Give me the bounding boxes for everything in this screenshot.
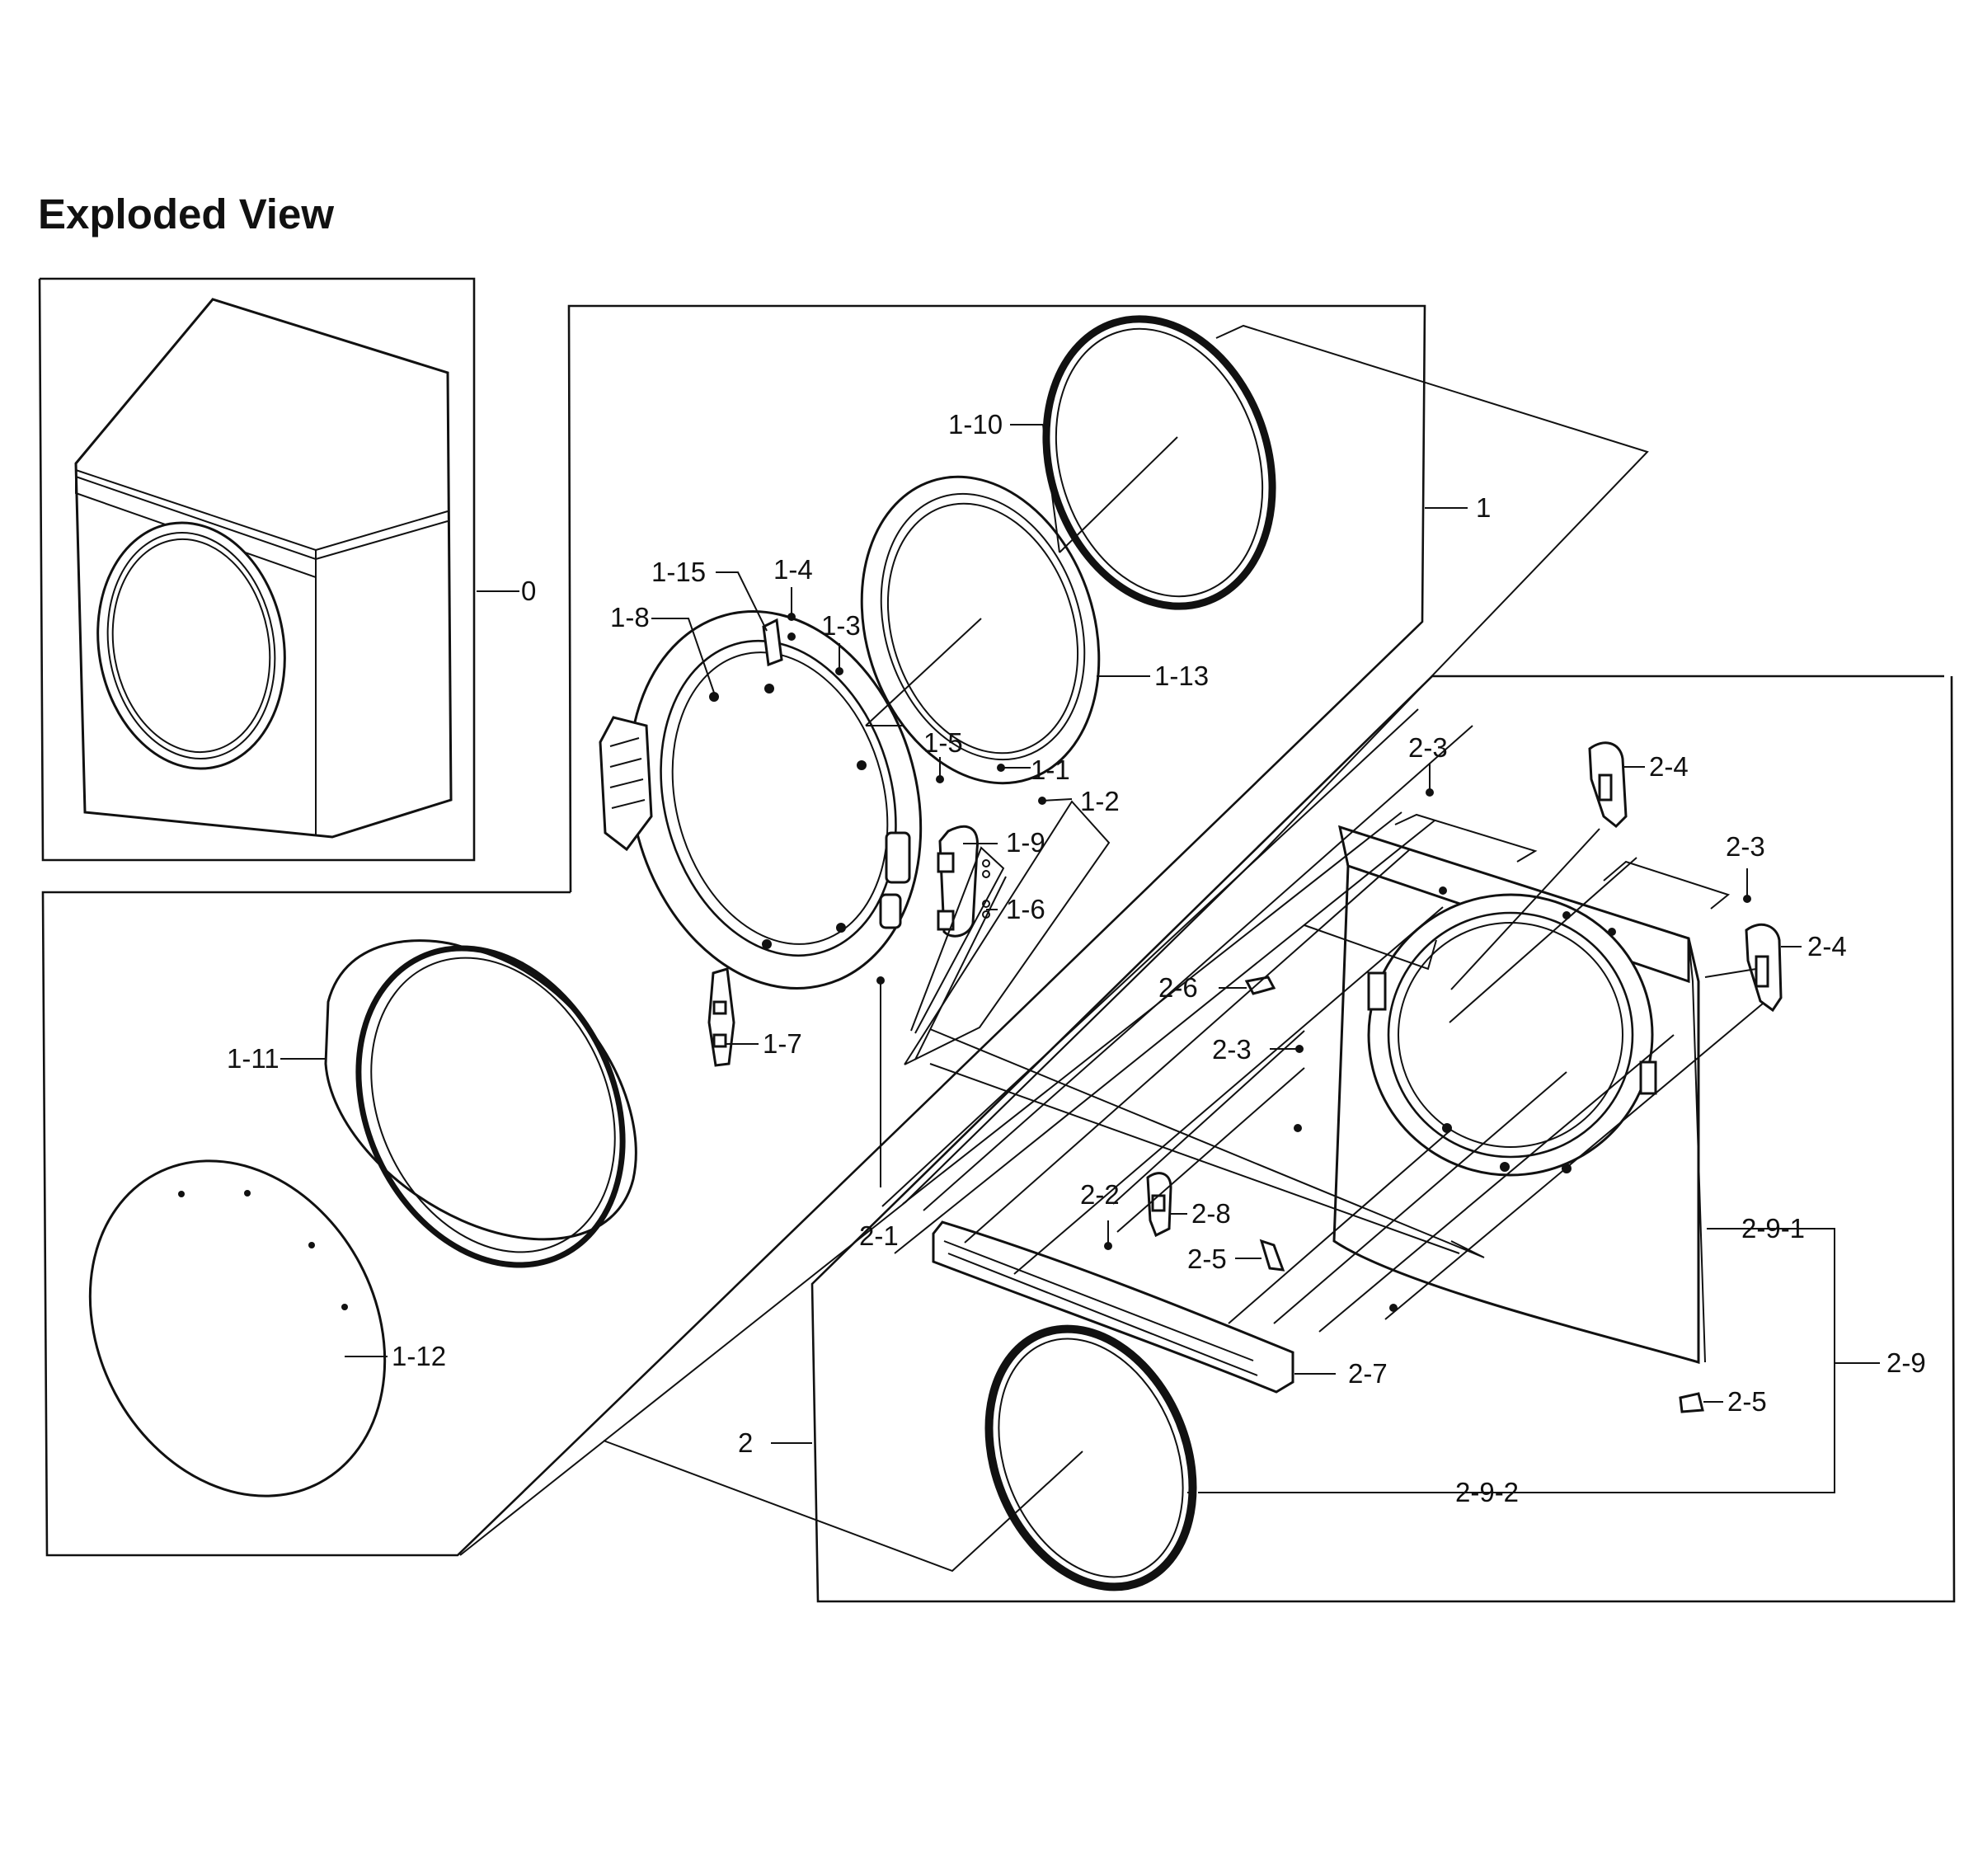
label-1-13: 1-13	[1154, 661, 1209, 691]
label-0: 0	[521, 576, 536, 606]
callout-labels: 0 1 1-1 1-2 1-3 1-4 1-5 1-6 1-7 1-8 1-9 …	[227, 409, 1926, 1507]
diagram-title: Exploded View	[38, 190, 334, 237]
label-1-3: 1-3	[821, 610, 861, 641]
foot-2-5b	[1679, 1392, 1704, 1413]
top-bracket-left	[1588, 741, 1628, 829]
label-1-1: 1-1	[1031, 755, 1070, 785]
hinge-bracket	[707, 967, 735, 1067]
label-1-8: 1-8	[610, 602, 650, 632]
label-1-7: 1-7	[763, 1028, 802, 1059]
label-2-3-top: 2-3	[1408, 732, 1448, 763]
label-2: 2	[738, 1427, 753, 1458]
label-2-8: 2-8	[1191, 1198, 1231, 1229]
label-1-2: 1-2	[1080, 786, 1120, 816]
label-1-11: 1-11	[227, 1043, 280, 1074]
inner-door-glass	[860, 475, 1101, 785]
frame-box-1	[41, 304, 1426, 1557]
kick-plate	[932, 1220, 1294, 1394]
label-2-1: 2-1	[859, 1220, 899, 1251]
label-2-6: 2-6	[1158, 972, 1198, 1003]
label-2-9-2: 2-9-2	[1455, 1477, 1519, 1507]
assembly-lines-group-2	[459, 324, 1764, 1573]
dryer-unit	[74, 298, 453, 839]
label-1-10: 1-10	[948, 409, 1003, 440]
label-1-5: 1-5	[923, 727, 963, 758]
label-2-9-1: 2-9-1	[1741, 1213, 1805, 1244]
clip-2-6	[1244, 976, 1276, 995]
label-2-5-left: 2-5	[1187, 1244, 1227, 1274]
top-bracket-right	[1745, 923, 1783, 1013]
door-glass-disc	[88, 1159, 387, 1498]
label-2-3-right: 2-3	[1726, 831, 1765, 862]
door-frame-ring	[599, 610, 923, 990]
label-2-5-right: 2-5	[1727, 1386, 1767, 1417]
label-1-6: 1-6	[1006, 894, 1045, 924]
frame-box-2	[810, 675, 1956, 1603]
door-gasket-ring	[1042, 315, 1276, 610]
label-1-4: 1-4	[773, 554, 813, 585]
outer-door-ring	[324, 939, 637, 1268]
label-1: 1	[1476, 492, 1491, 523]
label-2-4-right: 2-4	[1807, 931, 1847, 962]
leader-lines	[280, 424, 1880, 1493]
label-2-7: 2-7	[1348, 1358, 1388, 1389]
screw-panel-a	[1294, 1124, 1302, 1132]
frame-box-0	[38, 277, 476, 862]
door-switch-2-8	[1146, 1172, 1172, 1238]
label-1-12: 1-12	[392, 1341, 446, 1371]
panel-gasket-ring	[984, 1324, 1197, 1592]
foot-2-5a	[1259, 1239, 1285, 1272]
label-2-9: 2-9	[1886, 1347, 1926, 1378]
label-1-9: 1-9	[1006, 827, 1045, 858]
front-panel	[1332, 825, 1706, 1364]
label-2-4-top: 2-4	[1649, 751, 1689, 782]
label-2-3-left: 2-3	[1212, 1034, 1252, 1065]
label-1-15: 1-15	[651, 557, 706, 587]
label-2-2: 2-2	[1080, 1179, 1120, 1210]
hinge-pin	[762, 613, 796, 667]
